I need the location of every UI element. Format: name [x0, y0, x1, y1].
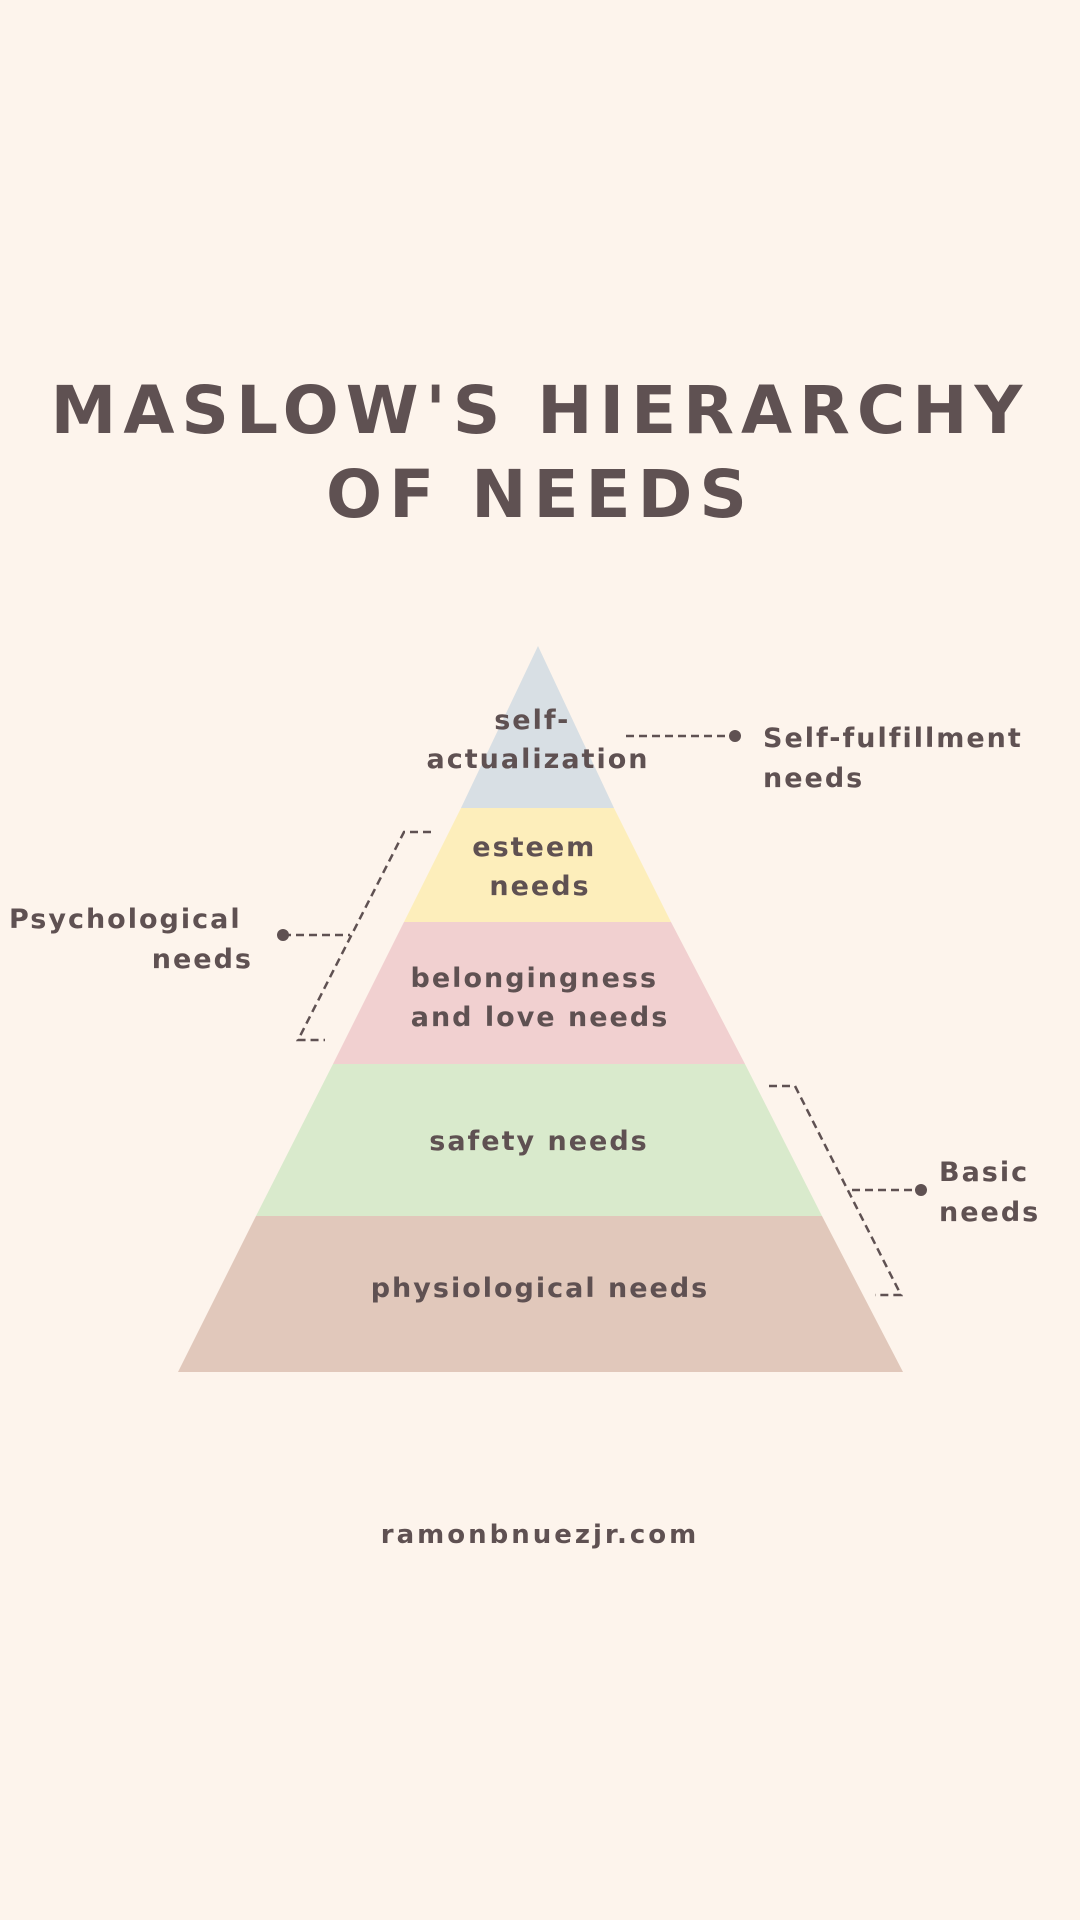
- self-fulfillment-connector: [626, 730, 741, 742]
- bracket-line: [295, 830, 431, 1042]
- tier-safety: [256, 1064, 822, 1216]
- group-label-self-fulfillment: Self-fulfillment needs: [763, 723, 1034, 794]
- group-label-basic: Basic needs: [939, 1157, 1041, 1228]
- group-label-line: Self-fulfillment: [763, 723, 1023, 754]
- group-label-psychological: Psychological needs: [9, 904, 253, 975]
- psychological-bracket: [277, 830, 431, 1042]
- group-label-line: Basic: [939, 1157, 1029, 1188]
- tier-label-line: esteem: [472, 832, 596, 863]
- tier-physiological: [178, 1216, 903, 1372]
- tier-belonging: [333, 922, 745, 1064]
- tier-label-line: needs: [489, 871, 590, 902]
- tier-label-line: actualization: [427, 744, 650, 775]
- footer-website: ramonbnuezjr.com: [380, 1520, 700, 1550]
- connector-dot: [277, 929, 289, 941]
- connector-dot: [915, 1184, 927, 1196]
- tier-label-physiological: physiological needs: [371, 1273, 710, 1304]
- tier-label-safety: safety needs: [429, 1126, 649, 1157]
- tier-self-actualization: [461, 646, 614, 808]
- tier-label-line: self-: [494, 705, 570, 736]
- basic-bracket: [769, 1084, 927, 1297]
- tier-label-line: and love needs: [411, 1002, 670, 1033]
- group-label-line: needs: [939, 1197, 1040, 1228]
- connector-dot: [729, 730, 741, 742]
- bracket-line: [769, 1084, 904, 1297]
- group-label-line: needs: [152, 944, 253, 975]
- group-label-line: Psychological: [9, 904, 242, 935]
- title-line-1: MASLOW'S HIERARCHY: [50, 372, 1030, 449]
- tier-esteem: [404, 808, 671, 922]
- tier-label-self-actualization: self- actualization: [427, 705, 650, 775]
- title-line-2: OF NEEDS: [326, 456, 754, 533]
- tier-label-line: belongingness: [411, 963, 658, 994]
- tier-label-line: physiological needs: [371, 1273, 710, 1304]
- tier-label-line: safety needs: [429, 1126, 649, 1157]
- tier-label-belonging: belongingness and love needs: [411, 963, 670, 1033]
- group-label-line: needs: [763, 763, 864, 794]
- tier-label-esteem: esteem needs: [472, 832, 607, 902]
